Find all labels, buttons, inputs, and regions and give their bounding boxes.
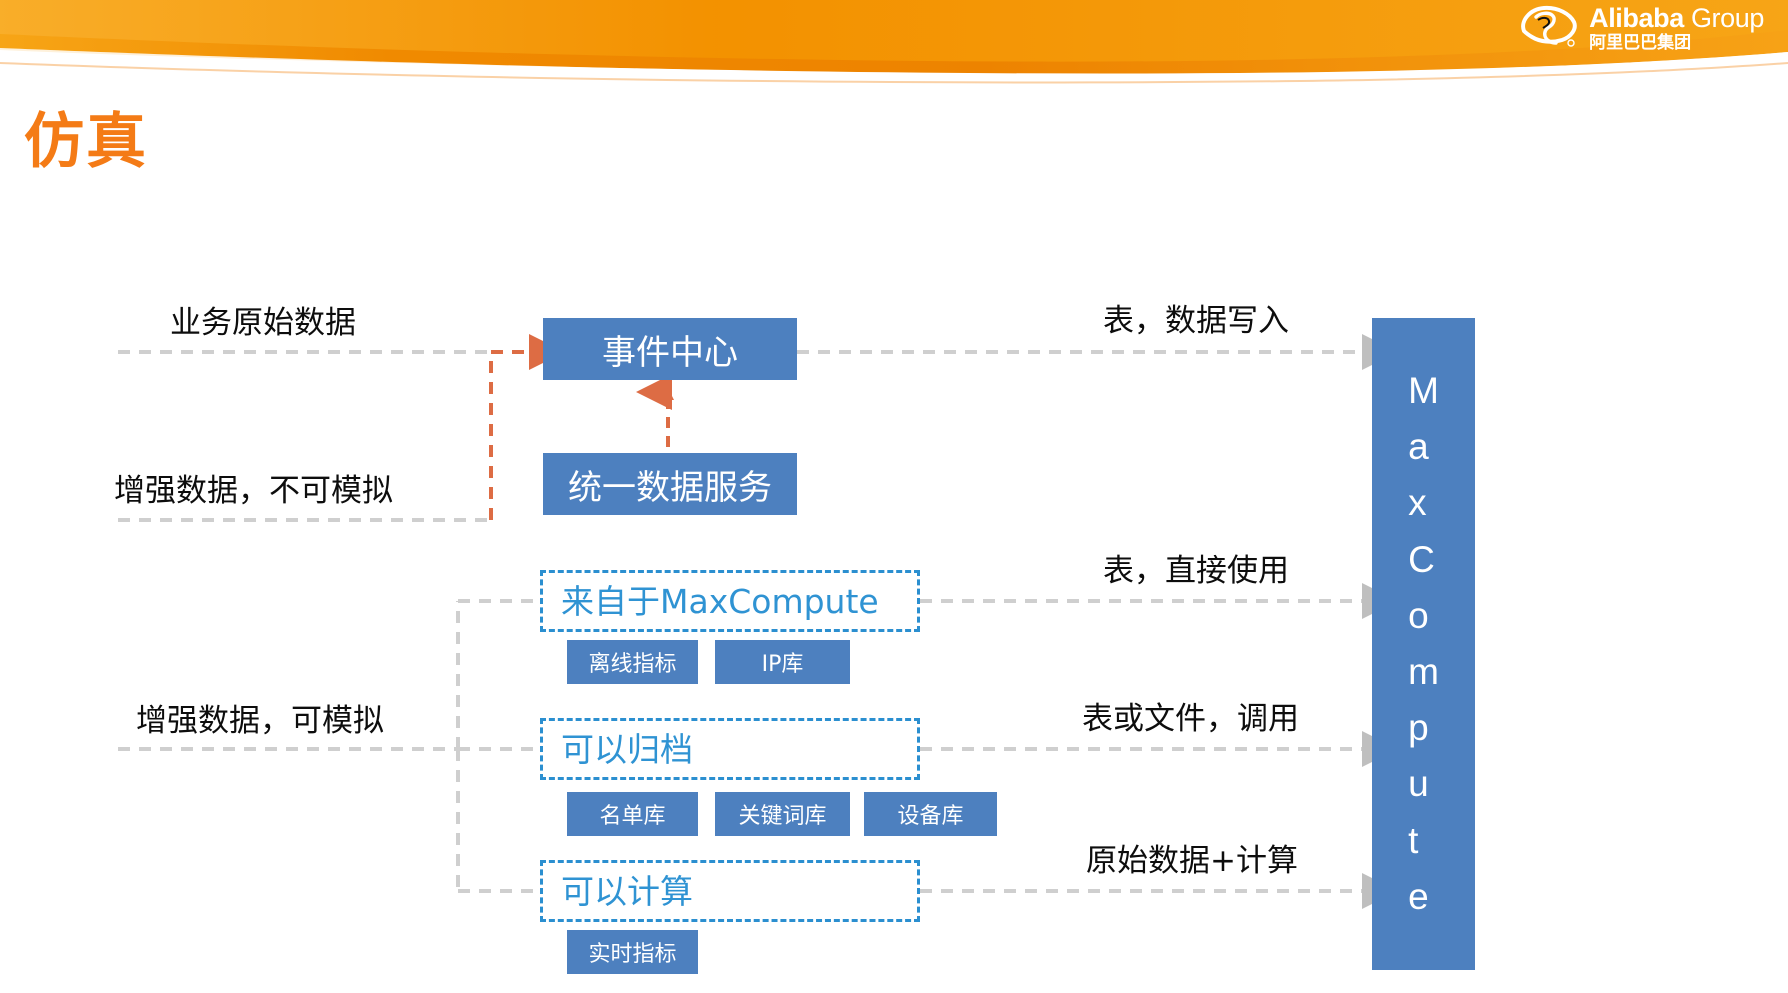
label-table-direct-use: 表，直接使用: [1103, 553, 1289, 589]
alibaba-mark-icon: [1518, 4, 1580, 50]
maxcompute-letter: M: [1408, 369, 1439, 411]
alibaba-group-logo: Alibaba Group 阿里巴巴集团: [1518, 4, 1764, 52]
box-name-list-library[interactable]: 名单库: [567, 792, 698, 836]
box-can-archive[interactable]: 可以归档: [540, 718, 920, 780]
maxcompute-letter: m: [1408, 651, 1439, 692]
box-from-maxcompute[interactable]: 来自于MaxCompute: [540, 570, 920, 632]
box-name-list-library-label: 名单库: [599, 804, 666, 829]
page-title: 仿真: [24, 107, 148, 177]
label-enhanced-not-simulable: 增强数据，不可模拟: [114, 473, 393, 509]
maxcompute-letter: o: [1408, 594, 1429, 636]
box-can-compute[interactable]: 可以计算: [540, 860, 920, 922]
box-realtime-metrics-label: 实时指标: [588, 942, 677, 967]
box-offline-metrics-label: 离线指标: [588, 652, 677, 677]
label-table-data-write: 表，数据写入: [1103, 303, 1289, 339]
logo-brand-line: Alibaba Group: [1589, 5, 1764, 32]
label-raw-data-plus-compute: 原始数据+计算: [1086, 843, 1298, 879]
maxcompute-letter: e: [1408, 875, 1429, 917]
box-from-maxcompute-label: 来自于MaxCompute: [561, 581, 879, 621]
maxcompute-letter: a: [1408, 426, 1429, 468]
maxcompute-letter: u: [1408, 763, 1429, 805]
box-offline-metrics[interactable]: 离线指标: [567, 640, 698, 684]
box-keyword-library-label: 关键词库: [738, 804, 827, 829]
box-event-center[interactable]: 事件中心: [543, 318, 797, 380]
box-ip-library[interactable]: IP库: [715, 640, 850, 684]
box-realtime-metrics[interactable]: 实时指标: [567, 930, 698, 974]
box-unified-data-service-label: 统一数据服务: [568, 467, 772, 508]
logo-group: Group: [1683, 3, 1764, 33]
logo-brand-cn: 阿里巴巴集团: [1589, 33, 1692, 53]
box-can-archive-label: 可以归档: [561, 729, 693, 769]
box-device-library-label: 设备库: [897, 804, 964, 829]
maxcompute-letter: t: [1408, 819, 1419, 861]
box-can-compute-label: 可以计算: [561, 871, 693, 911]
label-table-or-file-call: 表或文件，调用: [1082, 701, 1299, 737]
label-biz-raw-data: 业务原始数据: [170, 305, 356, 341]
label-enhanced-simulable: 增强数据，可模拟: [136, 703, 384, 739]
maxcompute-letter: C: [1408, 538, 1435, 580]
box-event-center-label: 事件中心: [602, 332, 738, 373]
maxcompute-letter: x: [1408, 482, 1427, 524]
header-banner: [0, 0, 1788, 86]
box-keyword-library[interactable]: 关键词库: [715, 792, 850, 836]
box-ip-library-label: IP库: [761, 652, 804, 677]
box-unified-data-service[interactable]: 统一数据服务: [543, 453, 797, 515]
box-device-library[interactable]: 设备库: [864, 792, 997, 836]
logo-alibaba: Alibaba: [1589, 3, 1684, 33]
maxcompute-letter: p: [1408, 707, 1429, 749]
logo-text: Alibaba Group 阿里巴巴集团: [1589, 4, 1764, 52]
